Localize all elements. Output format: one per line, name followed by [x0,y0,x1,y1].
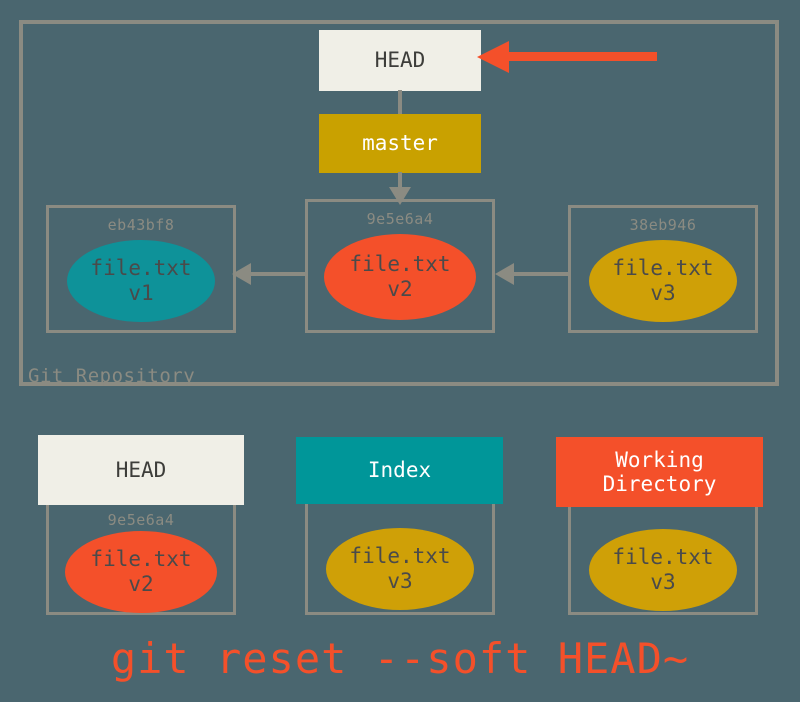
commit-hash: 9e5e6a4 [366,210,434,228]
connector-commit-parent-shaft [513,272,569,276]
commit-hash: eb43bf8 [107,216,175,234]
head-pointer-arrow-icon [477,41,509,73]
commit-blob: file.txt v3 [589,240,737,322]
git-repository-label: Git Repository [28,365,196,387]
connector-commit-parent-arrow-icon [495,263,514,285]
commit-blob: file.txt v1 [67,240,215,322]
blob-filename: file.txt [612,256,714,281]
stage-panel-working-directory-body: file.txt v3 [568,507,758,615]
stage-panel-head-body: 9e5e6a4 file.txt v2 [46,505,236,615]
commit-box-9e5e6a4: 9e5e6a4 file.txt v2 [305,199,495,333]
stage-panel-index-blob: file.txt v3 [326,528,474,610]
stage-panel-working-directory-title: Working Directory [556,437,763,507]
blob-version: v2 [387,277,413,301]
blob-version: v3 [650,570,676,594]
commit-blob: file.txt v2 [324,234,476,320]
blob-version: v1 [128,281,154,305]
blob-filename: file.txt [90,547,192,572]
commit-box-38eb946: 38eb946 file.txt v3 [568,205,758,333]
head-pointer-box: HEAD [319,30,481,91]
blob-filename: file.txt [349,544,451,569]
blob-filename: file.txt [90,256,192,281]
master-branch-label: master [362,130,438,155]
connector-commit-parent-arrow-icon [232,263,251,285]
stage-panel-working-directory-blob: file.txt v3 [589,529,737,611]
command-caption: git reset --soft HEAD~ [110,634,690,683]
blob-version: v2 [128,572,154,596]
blob-filename: file.txt [349,252,451,277]
commit-box-eb43bf8: eb43bf8 file.txt v1 [46,205,236,333]
stage-panel-index-body: file.txt v3 [305,504,495,615]
stage-panel-head-blob: file.txt v2 [65,531,217,613]
blob-version: v3 [387,569,413,593]
commit-hash: 38eb946 [629,216,697,234]
head-pointer-arrow-shaft [505,52,657,61]
connector-commit-parent-shaft [250,272,306,276]
master-branch-box: master [319,114,481,173]
stage-panel-index-title: Index [296,437,503,504]
blob-version: v3 [650,281,676,305]
connector-head-to-master [398,90,402,116]
blob-filename: file.txt [612,545,714,570]
head-pointer-label: HEAD [374,47,426,72]
git-repository-container [19,20,779,386]
stage-panel-head-hash: 9e5e6a4 [107,511,175,529]
connector-master-to-commit [398,172,402,196]
stage-panel-head-title: HEAD [38,435,244,505]
